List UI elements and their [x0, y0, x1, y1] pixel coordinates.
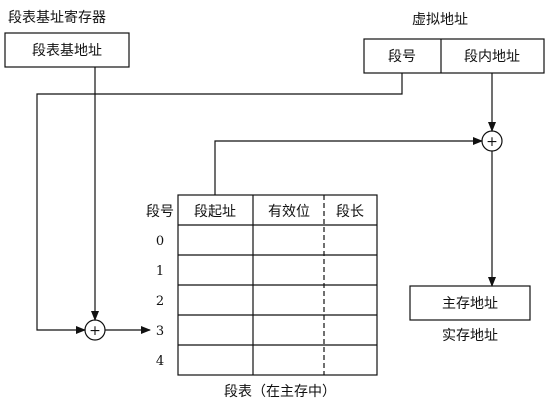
arrow-segment-start-to-adder [214, 137, 483, 195]
base-register-content: 段表基地址 [32, 42, 102, 59]
physical-address-box [409, 285, 531, 321]
segment-table: 段号 段起址 有效位 段长 0 1 2 3 4 段表（在主存中） [146, 194, 378, 400]
virtual-address-segment-number: 段号 [388, 49, 416, 65]
adder-top-symbol: + [486, 134, 498, 150]
adder-bottom-symbol: + [89, 323, 101, 339]
physical-address-content: 主存地址 [442, 296, 498, 312]
segment-table-col-length: 段长 [336, 204, 364, 220]
segment-row-number: 2 [156, 294, 164, 309]
segment-table-col-valid: 有效位 [268, 204, 310, 220]
arrow-segment-number-to-adder [36, 73, 403, 334]
base-register-label: 段表基址寄存器 [8, 9, 106, 26]
base-register-box [4, 32, 130, 68]
physical-address-label: 实存地址 [442, 328, 498, 344]
segment-table-caption: 段表（在主存中） [224, 384, 336, 400]
virtual-address-box [363, 38, 545, 74]
segment-row-number: 1 [156, 264, 164, 279]
segment-row-number: 3 [156, 324, 164, 339]
segment-row-number: 4 [156, 354, 164, 369]
virtual-address-offset: 段内地址 [464, 49, 520, 65]
virtual-address-label: 虚拟地址 [412, 12, 468, 28]
segment-row-number: 0 [156, 234, 164, 249]
segment-table-row-header: 段号 [146, 204, 174, 220]
segment-table-col-start: 段起址 [194, 204, 236, 220]
